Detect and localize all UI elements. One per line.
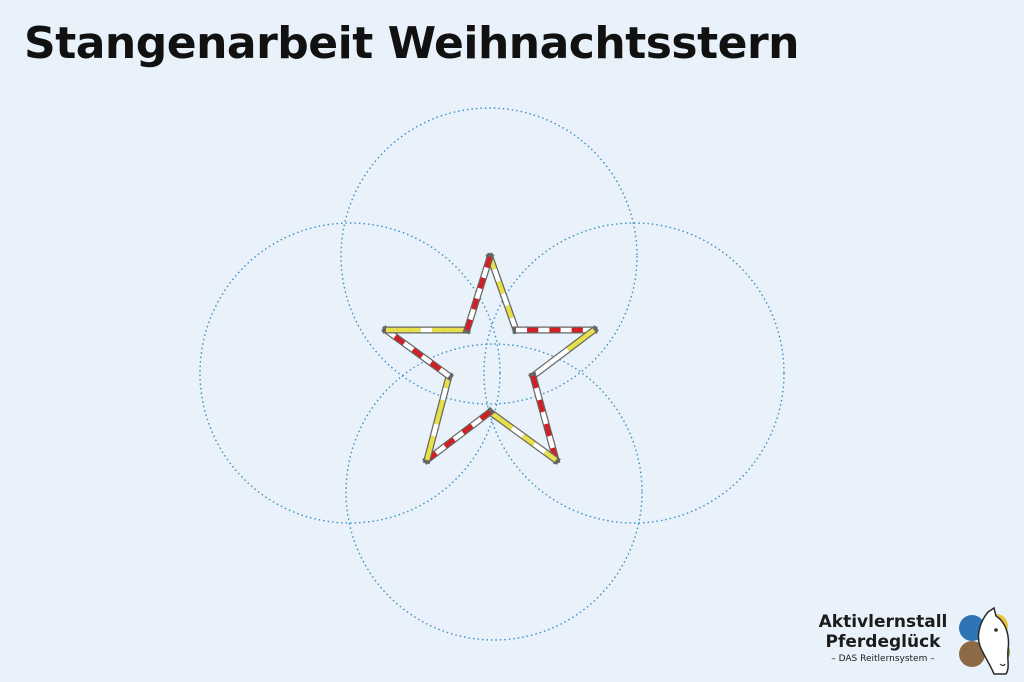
dotted-circle-3 xyxy=(483,222,785,524)
horse-head-icon xyxy=(977,606,1010,675)
logo-tagline: – DAS Reitlernsystem – xyxy=(831,654,935,664)
star-poles xyxy=(381,252,599,465)
page-title: Stangenarbeit Weihnachtsstern xyxy=(24,18,800,69)
logo: Aktivlernstall Pferdeglück – DAS Reitler… xyxy=(818,606,1024,682)
logo-name-line1: Aktivlernstall xyxy=(818,612,948,632)
pole-3 xyxy=(528,325,599,381)
circle-group xyxy=(199,107,785,641)
logo-name-line2: Pferdeglück xyxy=(825,632,941,652)
dotted-circle-2 xyxy=(199,222,501,524)
pole-7 xyxy=(422,371,454,465)
pole-1 xyxy=(485,252,521,335)
logo-text: Aktivlernstall Pferdeglück – DAS Reitler… xyxy=(818,612,948,666)
pole-8 xyxy=(381,325,454,381)
clover-icon xyxy=(959,606,1010,675)
pole-10 xyxy=(462,252,495,335)
dotted-circle-1 xyxy=(340,107,638,405)
dotted-circle-4 xyxy=(345,343,643,641)
